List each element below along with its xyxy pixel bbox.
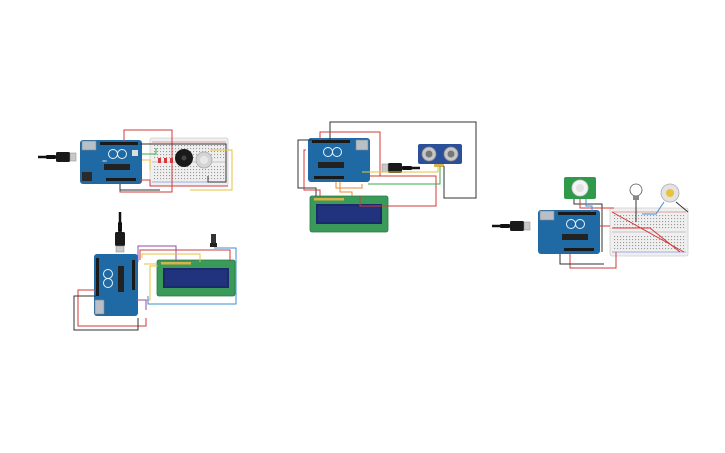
- circuit-lcd-pot[interactable]: [73, 212, 237, 331]
- arduino-uno-board[interactable]: [308, 138, 370, 182]
- potentiometer[interactable]: [210, 234, 217, 247]
- usb-cable[interactable]: [381, 162, 420, 174]
- leds[interactable]: [158, 158, 173, 163]
- lcd-16x2[interactable]: [309, 195, 389, 233]
- light-bulb[interactable]: [629, 183, 643, 200]
- wires[interactable]: [73, 245, 237, 331]
- circuit-buzzer-pot[interactable]: [38, 129, 233, 193]
- lcd-16x2[interactable]: [156, 259, 236, 297]
- circuit-pir-motor[interactable]: [492, 177, 689, 269]
- usb-cable[interactable]: [38, 151, 77, 163]
- breadboard[interactable]: [609, 207, 689, 257]
- circuit-ultrasonic-lcd[interactable]: [297, 121, 477, 233]
- dc-motor[interactable]: [660, 183, 680, 203]
- wires[interactable]: [297, 121, 477, 207]
- usb-cable[interactable]: [114, 212, 126, 253]
- piezo-buzzer[interactable]: [175, 149, 193, 167]
- arduino-uno-board[interactable]: [538, 210, 600, 254]
- wires[interactable]: [119, 129, 233, 193]
- usb-cable[interactable]: [492, 220, 531, 232]
- arduino-uno-board[interactable]: [94, 254, 138, 316]
- wires[interactable]: [559, 199, 689, 269]
- pir-sensor[interactable]: [564, 177, 596, 199]
- potentiometer[interactable]: [195, 151, 213, 169]
- ultrasonic-sensor[interactable]: [418, 144, 462, 167]
- arduino-uno-board[interactable]: [79, 139, 143, 185]
